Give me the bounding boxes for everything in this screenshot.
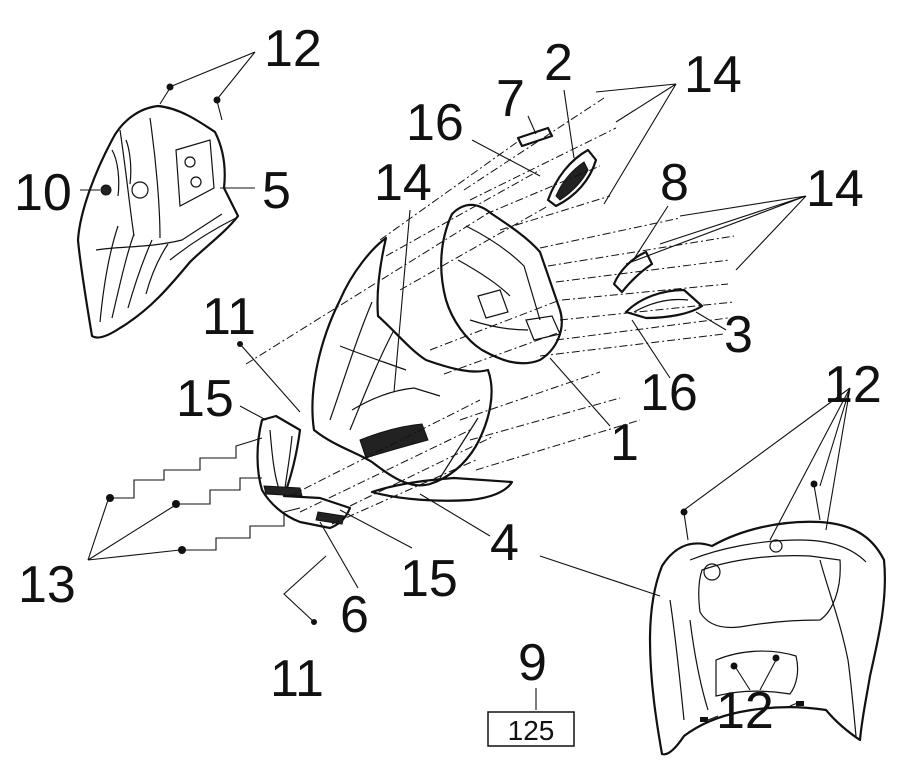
callout-5: 5 — [262, 162, 291, 220]
leader-lines — [80, 51, 851, 721]
callout-4: 4 — [490, 514, 519, 572]
part-fairing-rear-view — [648, 520, 886, 756]
callout-14-right: 14 — [806, 160, 864, 218]
callout-11-bottom: 11 — [270, 650, 324, 708]
callout-15-bottom: 15 — [400, 550, 458, 608]
callout-numbers: 12 10 5 7 2 14 16 14 8 14 11 3 15 16 1 1… — [14, 20, 882, 740]
callout-11-top: 11 — [202, 288, 256, 346]
part-under-cover — [256, 414, 352, 530]
part-front-cover-screws — [159, 83, 223, 121]
callout-12-right: 12 — [824, 356, 882, 414]
callout-13: 13 — [18, 556, 76, 614]
part-trim-2 — [546, 148, 598, 208]
callout-2: 2 — [544, 34, 573, 92]
callout-7: 7 — [496, 70, 525, 128]
callout-9: 9 — [518, 634, 547, 692]
callout-16-top: 16 — [406, 94, 464, 152]
callout-14-top: 14 — [684, 46, 742, 104]
assembly-lines — [245, 97, 735, 525]
bolt-lines-13 — [106, 437, 301, 554]
callout-10: 10 — [14, 164, 72, 222]
callout-16-right: 16 — [640, 364, 698, 422]
callout-3: 3 — [724, 306, 753, 364]
part-front-cover — [76, 104, 240, 339]
part-trim-7 — [516, 126, 554, 148]
callout-12-top-left: 12 — [264, 20, 322, 78]
part-fairing-rear-view-screws — [680, 480, 821, 722]
part-trim-3 — [624, 288, 704, 320]
callout-14-center: 14 — [374, 154, 432, 212]
variant-box-label: 125 — [508, 715, 555, 746]
part-trim-8 — [612, 250, 654, 294]
callout-15-top: 15 — [176, 370, 234, 428]
callout-12-bottom: 12 — [716, 682, 774, 740]
callout-6: 6 — [340, 586, 369, 644]
part-inner-panel — [440, 203, 563, 365]
part-lower-fairing — [311, 236, 514, 502]
callout-8: 8 — [660, 154, 689, 212]
variant-box: 125 — [487, 711, 575, 747]
callout-1: 1 — [610, 414, 639, 472]
